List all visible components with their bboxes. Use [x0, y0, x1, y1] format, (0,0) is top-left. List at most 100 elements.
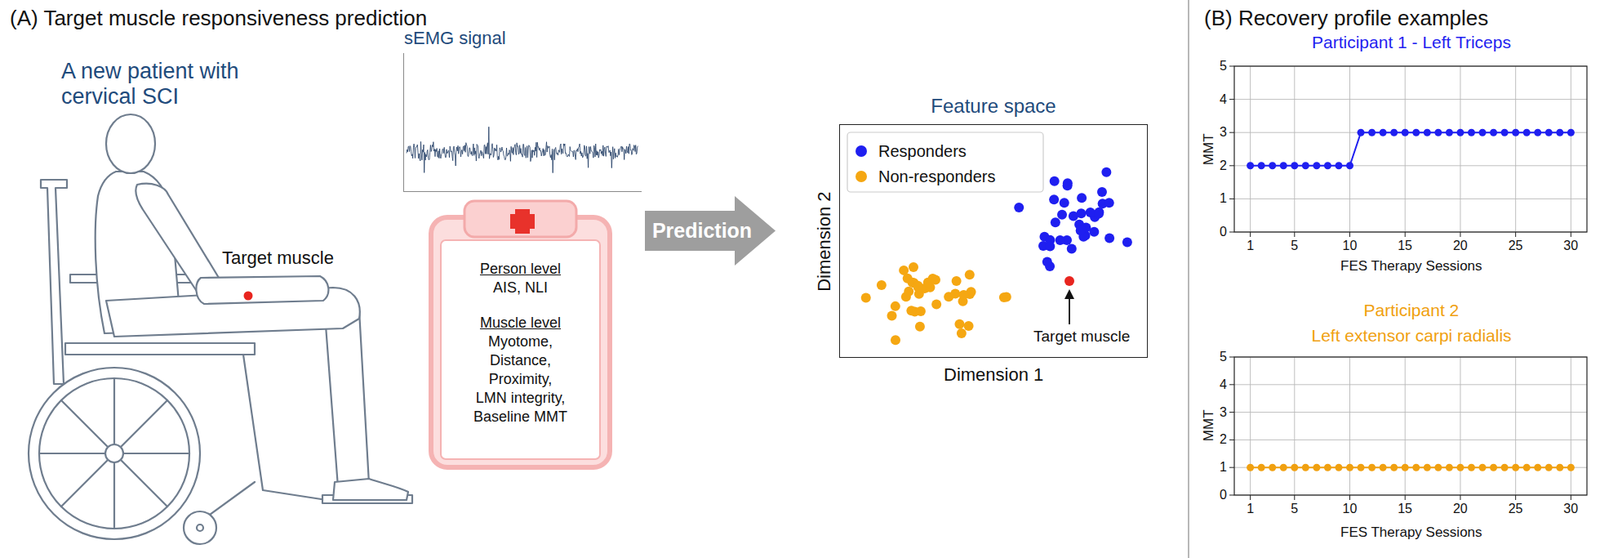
axis-label: MMT — [1200, 408, 1217, 441]
data-point — [915, 321, 925, 332]
tick-mark — [1249, 494, 1251, 500]
tick-label: 1 — [1246, 238, 1254, 254]
clipboard-clip — [464, 200, 577, 237]
tick-mark — [1293, 231, 1295, 237]
data-point — [999, 292, 1009, 303]
session-marker — [1434, 463, 1442, 472]
data-point — [1075, 224, 1086, 235]
data-point — [1059, 197, 1070, 208]
data-point — [908, 262, 919, 272]
panel-title: (B) Recovery profile examples — [1204, 6, 1489, 32]
grid-line — [1570, 356, 1572, 495]
axis-label: MMT — [1200, 133, 1217, 165]
tick-mark — [1229, 411, 1235, 413]
session-marker — [1357, 128, 1365, 137]
tick-mark — [1404, 231, 1406, 237]
data-point — [1075, 208, 1086, 218]
tick-label: 20 — [1453, 501, 1468, 516]
session-marker — [1423, 128, 1432, 137]
session-marker — [1246, 161, 1254, 169]
tick-label: 4 — [1219, 377, 1227, 392]
tick-mark — [1229, 494, 1235, 496]
caster-hub — [196, 524, 204, 531]
session-marker — [1412, 463, 1420, 472]
legend-text: Responders — [878, 141, 967, 161]
session-marker — [1346, 161, 1354, 169]
tick-mark — [1404, 494, 1406, 500]
grid-line — [1234, 439, 1587, 440]
grid-line — [1404, 66, 1406, 232]
tick-mark — [1459, 231, 1461, 237]
session-marker — [1390, 128, 1398, 137]
axis-label: Dimension 2 — [813, 191, 835, 291]
axis-label: FES Therapy Sessions — [1340, 257, 1483, 275]
tick-label: 0 — [1219, 487, 1227, 503]
data-point — [1097, 186, 1107, 197]
session-marker — [1324, 161, 1332, 169]
data-point — [951, 275, 962, 286]
tick-label: 1 — [1219, 459, 1227, 475]
axis-label: FES Therapy Sessions — [1340, 524, 1483, 541]
wheel-hub — [105, 444, 124, 463]
tick-label: 20 — [1453, 238, 1468, 254]
grid-line — [1515, 356, 1516, 495]
legend-frame — [847, 132, 1044, 192]
session-marker — [1401, 463, 1409, 472]
tick-mark — [1229, 356, 1235, 358]
data-point — [1104, 197, 1115, 208]
tick-label: 30 — [1563, 238, 1578, 254]
session-marker — [1511, 128, 1520, 137]
seat — [65, 342, 255, 355]
lower-leg — [324, 310, 369, 487]
pointer-arrowhead — [1064, 288, 1075, 299]
tick-label: 10 — [1342, 501, 1358, 516]
tick-label: 3 — [1219, 124, 1227, 140]
node-text: Myotome, Distance, Proximity, LMN integr… — [473, 332, 569, 427]
data-point — [1085, 207, 1096, 218]
tick-label: 25 — [1508, 238, 1524, 254]
data-point — [1088, 226, 1099, 237]
data-point — [930, 274, 941, 285]
chart-title: Participant 2 — [1364, 300, 1460, 320]
tick-label: 10 — [1342, 238, 1358, 254]
grid-line — [1293, 356, 1295, 495]
session-marker — [1533, 463, 1542, 472]
data-point — [906, 305, 916, 316]
session-marker — [1312, 463, 1320, 472]
session-marker — [1290, 161, 1298, 169]
data-point — [1055, 235, 1066, 245]
session-marker — [1324, 463, 1332, 472]
node-text: AIS, NLI — [428, 278, 613, 298]
callout-label: Target muscle — [1033, 327, 1130, 346]
session-marker — [1412, 128, 1420, 137]
session-marker — [1555, 463, 1564, 472]
recovery-chart — [1229, 66, 1587, 237]
patient-caption: A new patient with cervical SCI — [61, 58, 298, 110]
grid-line — [1234, 411, 1587, 413]
grid-line — [1293, 66, 1295, 232]
foot — [333, 478, 409, 500]
session-marker — [1280, 161, 1288, 169]
tick-mark — [1570, 231, 1572, 237]
data-point — [959, 289, 969, 300]
plot-frame — [1234, 356, 1587, 495]
session-marker — [1290, 463, 1298, 472]
data-point — [1076, 192, 1087, 203]
session-marker — [1401, 128, 1409, 137]
tick-label: 2 — [1219, 431, 1227, 447]
tick-mark — [1249, 231, 1251, 237]
data-point — [890, 334, 901, 345]
recovery-line — [1250, 466, 1572, 468]
session-marker — [1523, 463, 1531, 472]
session-marker — [1567, 128, 1575, 137]
tick-label: 5 — [1290, 501, 1298, 516]
text-group: Prediction — [644, 195, 760, 266]
legend-entry: Non-responders — [855, 166, 996, 187]
session-marker — [1268, 463, 1276, 472]
data-point — [1048, 194, 1059, 205]
session-marker — [1479, 128, 1487, 137]
data-point — [1057, 209, 1067, 220]
tick-mark — [1515, 494, 1516, 500]
tick-label: 3 — [1219, 404, 1227, 420]
